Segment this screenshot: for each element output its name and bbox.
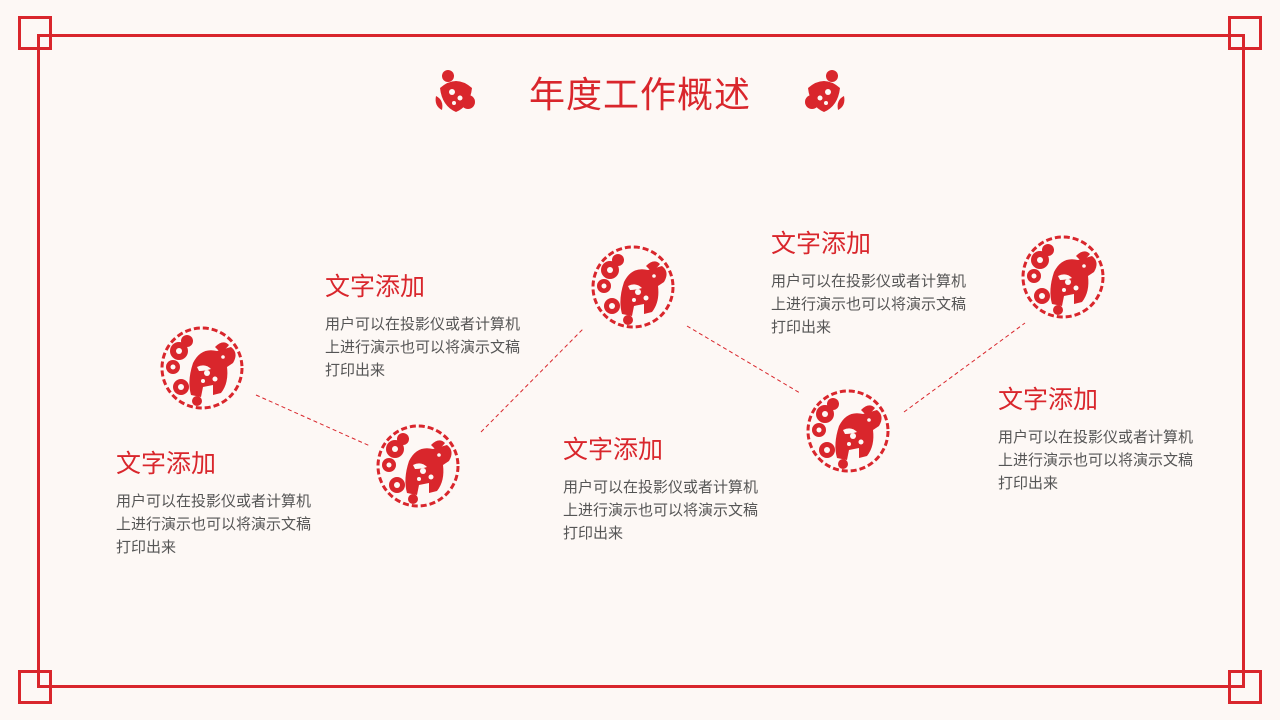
papercut-dog-flower-medallion-icon: [591, 245, 675, 329]
text-block-body: 用户可以在投影仪或者计算机上进行演示也可以将演示文稿打印出来: [563, 478, 759, 542]
text-block-5: 文字添加 用户可以在投影仪或者计算机上进行演示也可以将演示文稿打印出来: [998, 380, 1198, 495]
text-block-4: 文字添加 用户可以在投影仪或者计算机上进行演示也可以将演示文稿打印出来: [771, 224, 971, 339]
corner-ornament-top-right: [1228, 16, 1262, 50]
text-block-body: 用户可以在投影仪或者计算机上进行演示也可以将演示文稿打印出来: [116, 492, 312, 556]
corner-ornament-bottom-left: [18, 670, 52, 704]
text-block-2: 文字添加 用户可以在投影仪或者计算机上进行演示也可以将演示文稿打印出来: [325, 267, 525, 382]
border-frame: [37, 34, 1245, 688]
text-block-heading: 文字添加: [563, 435, 664, 464]
text-block-heading: 文字添加: [998, 385, 1099, 414]
text-block-1: 文字添加 用户可以在投影仪或者计算机上进行演示也可以将演示文稿打印出来: [116, 444, 316, 559]
text-block-body: 用户可以在投影仪或者计算机上进行演示也可以将演示文稿打印出来: [771, 272, 967, 336]
text-block-body: 用户可以在投影仪或者计算机上进行演示也可以将演示文稿打印出来: [998, 428, 1194, 492]
corner-ornament-top-left: [18, 16, 52, 50]
papercut-dog-flower-medallion-icon: [806, 389, 890, 473]
papercut-dog-flower-medallion-icon: [160, 326, 244, 410]
text-block-heading: 文字添加: [325, 272, 426, 301]
papercut-dog-ornament-icon: [435, 70, 475, 112]
text-block-3: 文字添加 用户可以在投影仪或者计算机上进行演示也可以将演示文稿打印出来: [563, 430, 763, 545]
corner-ornament-bottom-right: [1228, 670, 1262, 704]
papercut-dog-flower-medallion-icon: [376, 424, 460, 508]
papercut-dog-flower-medallion-icon: [1021, 235, 1105, 319]
text-block-body: 用户可以在投影仪或者计算机上进行演示也可以将演示文稿打印出来: [325, 315, 521, 379]
page-title: 年度工作概述: [528, 75, 751, 116]
text-block-heading: 文字添加: [116, 449, 217, 478]
text-block-heading: 文字添加: [771, 229, 872, 258]
papercut-dog-ornament-icon: [805, 70, 845, 112]
